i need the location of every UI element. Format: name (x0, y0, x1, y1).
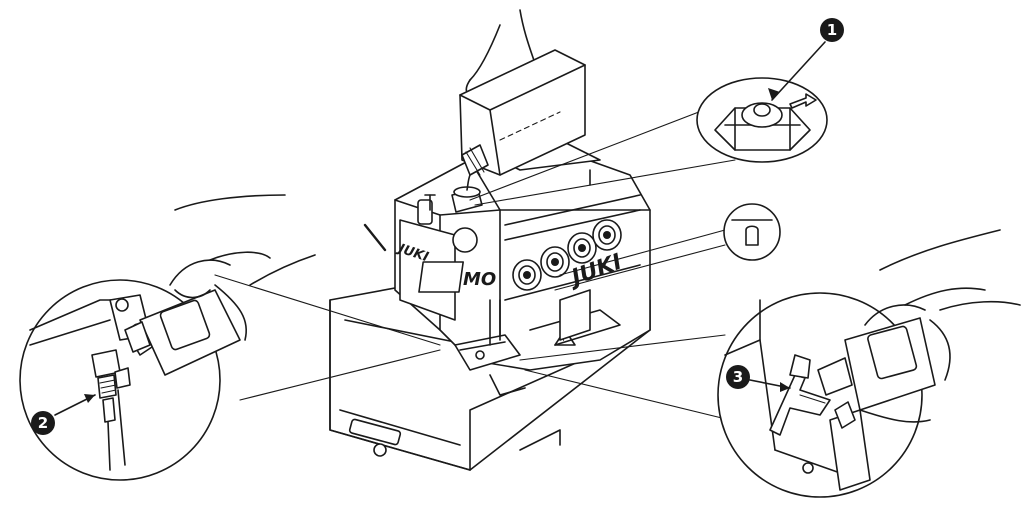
callout-2: 2 (31, 394, 96, 435)
oil-container (459, 49, 586, 191)
magnifier-oil-level (469, 41, 828, 206)
presser-lever (417, 199, 433, 225)
left-hand-with-bottle (124, 194, 316, 376)
thread-guides (424, 169, 591, 211)
right-hand-with-bottle (817, 229, 1021, 423)
presser-foot-area (454, 299, 526, 396)
tension-dial (592, 219, 622, 251)
tension-dial (540, 246, 570, 278)
callout-1: 1 (820, 18, 844, 42)
tension-dials (512, 219, 622, 291)
model-badge-frame (418, 261, 464, 293)
callout-2-number: 2 (38, 414, 48, 432)
tension-dial (512, 259, 542, 291)
callout-1-number: 1 (827, 21, 837, 39)
callout-3-number: 3 (733, 368, 743, 386)
svg-text:!: ! (562, 336, 565, 345)
callout-3: 3 (726, 365, 791, 392)
oil-sight-window (452, 227, 478, 253)
magnifier-oil-window (554, 203, 781, 291)
model-badge: MO (463, 269, 496, 290)
tension-dial (567, 232, 597, 264)
